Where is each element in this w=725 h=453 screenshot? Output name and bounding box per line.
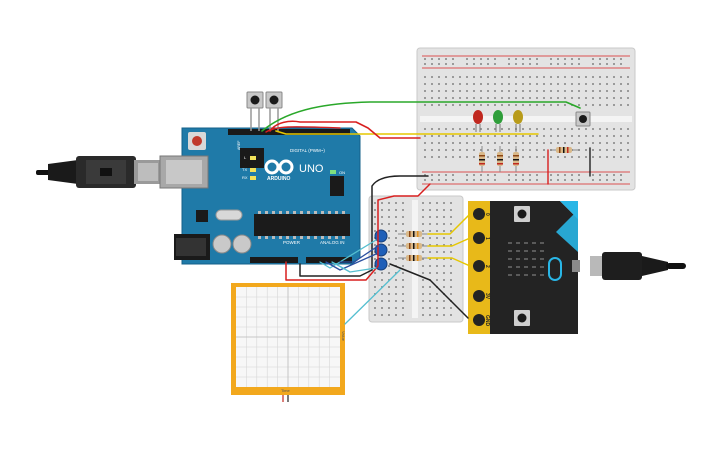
microbit-button-a[interactable] <box>514 206 530 222</box>
wire-cyan-5[interactable] <box>344 269 401 325</box>
serial-plotter[interactable]: Time Value <box>231 283 346 402</box>
pushbutton-2[interactable] <box>265 91 283 131</box>
arduino-brand-text: ARDUINO <box>267 176 290 182</box>
microbit-pin-3v-label: 3V <box>484 293 490 300</box>
wire-cyan-4[interactable] <box>339 245 379 263</box>
power-header-label: POWER <box>283 240 301 245</box>
aref-pin-label: AREF <box>237 141 241 150</box>
sensor-1[interactable] <box>374 229 388 243</box>
wire-black-2[interactable] <box>389 263 469 319</box>
wires <box>261 101 591 325</box>
analog-header-label: ANALOG IN <box>320 240 345 245</box>
resistor-7[interactable] <box>398 255 428 261</box>
usb-cable-arduino[interactable] <box>36 156 162 188</box>
on-led-label: ON <box>339 170 345 175</box>
arduino-uno-board[interactable]: ARDUINO UNO DIGITAL (PWM~) POWER ANALOG … <box>159 127 361 265</box>
resistor-2[interactable] <box>497 146 503 172</box>
led-yellow[interactable] <box>513 110 523 132</box>
rx-led-label: RX <box>242 175 248 180</box>
microbit-led-matrix <box>508 242 544 276</box>
arduino-model-text: UNO <box>299 163 324 175</box>
digital-header-label: DIGITAL (PWM~) <box>290 148 325 153</box>
l-led-label: L <box>244 155 247 160</box>
usb-cable-microbit[interactable] <box>590 252 686 280</box>
resistor-4[interactable] <box>550 147 580 153</box>
sensor-2[interactable] <box>374 243 388 257</box>
wire-green[interactable] <box>261 101 581 132</box>
pushbutton-1[interactable] <box>246 91 264 131</box>
wire-yellow-mb-1[interactable] <box>427 237 471 247</box>
microbit-pin-gnd-label: GND <box>484 315 490 327</box>
resistor-3[interactable] <box>513 146 519 172</box>
wire-cyan-1[interactable] <box>319 239 377 269</box>
arduino-logo <box>264 159 294 175</box>
led-red[interactable] <box>473 110 483 132</box>
plotter-x-axis-label: Time <box>281 388 291 393</box>
wire-red-2[interactable] <box>265 126 341 133</box>
wire-yellow-mb-2[interactable] <box>427 257 471 267</box>
microbit-pin-0-label: 0 <box>484 213 490 216</box>
plotter-y-axis-label: Value <box>341 331 346 342</box>
tx-led-label: TX <box>242 167 247 172</box>
wire-cyan-3[interactable] <box>331 261 377 273</box>
microbit-pin-2-label: 2 <box>484 265 490 268</box>
wire-black-1[interactable] <box>371 175 429 271</box>
resistor-6[interactable] <box>398 243 428 249</box>
resistor-5[interactable] <box>398 231 428 237</box>
breadboard-large[interactable] <box>416 47 636 191</box>
microbit-logo <box>548 257 562 281</box>
wire-black-3[interactable] <box>299 263 373 277</box>
wire-yellow[interactable] <box>275 130 539 135</box>
led-green[interactable] <box>493 110 503 132</box>
microbit-board[interactable]: 0 1 2 3V GND <box>468 201 580 334</box>
wire-cyan-2[interactable] <box>325 253 377 271</box>
wire-yellow-mb-0[interactable] <box>427 213 471 235</box>
microbit-pin-1-label: 1 <box>484 237 490 240</box>
pushbutton-3[interactable] <box>575 111 591 127</box>
resistor-1[interactable] <box>479 146 485 172</box>
wire-red-3[interactable] <box>285 183 431 281</box>
wire-red-1[interactable] <box>269 120 421 139</box>
microbit-button-b[interactable] <box>514 310 530 326</box>
